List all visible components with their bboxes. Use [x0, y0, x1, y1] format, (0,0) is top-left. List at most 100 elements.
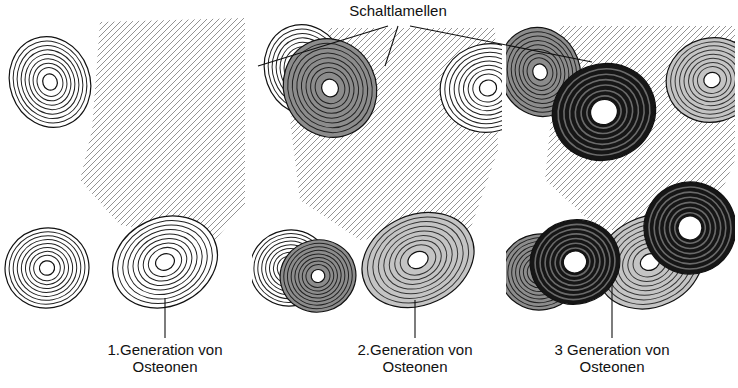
- illustration-part: [651, 189, 729, 267]
- osteon: [2, 221, 95, 314]
- illustration-part: [381, 227, 454, 294]
- illustration-part: [2, 221, 95, 314]
- osteon: [657, 28, 735, 133]
- illustration-part: [374, 220, 461, 300]
- illustration-part: [395, 239, 440, 280]
- illustration-part: [279, 36, 380, 140]
- illustration-part: [130, 230, 199, 294]
- illustration-part: [94, 14, 248, 320]
- illustration-part: [117, 218, 213, 307]
- illustration-part: [214, 14, 248, 320]
- panel-second-generation: [252, 14, 502, 320]
- illustration-part: [470, 71, 502, 106]
- osteon: [430, 33, 502, 143]
- leader-line: [385, 26, 398, 66]
- illustration-part: [670, 208, 709, 247]
- illustration-part: [353, 201, 482, 319]
- illustration-part: [662, 33, 735, 128]
- illustration-part: [675, 213, 706, 244]
- illustration-part: [286, 42, 375, 134]
- illustration-part: [2, 14, 248, 320]
- illustration-part: [304, 61, 356, 115]
- illustration-part: [8, 230, 86, 305]
- illustration-part: [539, 49, 670, 175]
- illustration-part: [303, 262, 332, 290]
- illustration-part: [346, 195, 489, 320]
- illustration-part: [208, 14, 248, 320]
- illustration-part: [232, 14, 248, 320]
- illustration-part: [252, 14, 502, 320]
- panel-third-generation: [506, 14, 735, 320]
- illustration-part: [367, 214, 468, 306]
- illustration-part: [252, 14, 502, 320]
- illustration-part: [2, 14, 248, 320]
- illustration-part: [582, 91, 625, 133]
- illustration-part: [430, 33, 502, 143]
- illustration-part: [506, 14, 735, 320]
- leader-line: [164, 298, 165, 338]
- illustration-part: [553, 63, 654, 161]
- illustration-part: [2, 14, 248, 320]
- osteon: [521, 210, 630, 314]
- illustration-part: [252, 14, 502, 320]
- illustration-part: [252, 14, 502, 320]
- illustration-part: [264, 14, 502, 320]
- illustration-part: [551, 239, 599, 285]
- leader-line: [258, 26, 388, 66]
- illustration-part: [478, 78, 499, 98]
- illustration-part: [506, 14, 735, 320]
- illustration-part: [252, 14, 502, 320]
- illustration-part: [530, 62, 549, 82]
- osteon: [631, 169, 735, 287]
- illustration-part: [506, 14, 636, 320]
- leader-line: [611, 282, 612, 338]
- illustration-part: [28, 58, 72, 105]
- illustration-part: [533, 221, 617, 302]
- osteon: [539, 49, 670, 175]
- illustration-part: [694, 63, 729, 96]
- illustration-part: [689, 58, 735, 102]
- illustration-part: [299, 257, 337, 294]
- illustration-part: [678, 48, 735, 112]
- illustration-part: [506, 14, 735, 320]
- illustration-part: [518, 49, 562, 95]
- illustration-part: [252, 14, 502, 320]
- illustration-part: [298, 55, 362, 121]
- illustration-part: [506, 14, 735, 320]
- generation-label: 3 Generation von Osteonen: [547, 341, 677, 376]
- illustration-part: [2, 14, 248, 320]
- illustration-part: [2, 14, 248, 320]
- illustration-part: [2, 14, 218, 320]
- illustration-part: [88, 14, 248, 320]
- illustration-part: [2, 14, 248, 320]
- illustration-part: [252, 14, 502, 320]
- illustration-part: [310, 67, 350, 108]
- illustration-part: [70, 14, 248, 320]
- illustration-part: [523, 54, 557, 90]
- illustration-part: [521, 210, 630, 314]
- illustration-part: [252, 14, 502, 320]
- leader-line: [414, 300, 415, 338]
- illustration-part: [258, 14, 502, 320]
- generation-label: 1.Generation von Osteonen: [100, 341, 230, 376]
- leader-line: [410, 26, 592, 62]
- illustration-part: [252, 14, 502, 320]
- illustration-part: [252, 14, 502, 320]
- illustration-part: [3, 226, 90, 310]
- illustration-part: [506, 14, 735, 320]
- illustration-part: [568, 77, 640, 147]
- illustration-part: [292, 48, 369, 127]
- osteon: [2, 25, 103, 139]
- illustration-part: [38, 260, 55, 277]
- illustration-part: [506, 14, 630, 320]
- illustration-part: [506, 14, 735, 320]
- illustration-part: [22, 244, 72, 292]
- interstitial-lamellae: [506, 14, 735, 320]
- illustration-part: [667, 38, 735, 122]
- illustration-part: [252, 14, 502, 320]
- illustration-part: [575, 84, 633, 140]
- illustration-part: [506, 14, 735, 320]
- interstitial-lamellae: [252, 14, 502, 320]
- illustration-part: [561, 248, 589, 275]
- illustration-part: [285, 244, 350, 307]
